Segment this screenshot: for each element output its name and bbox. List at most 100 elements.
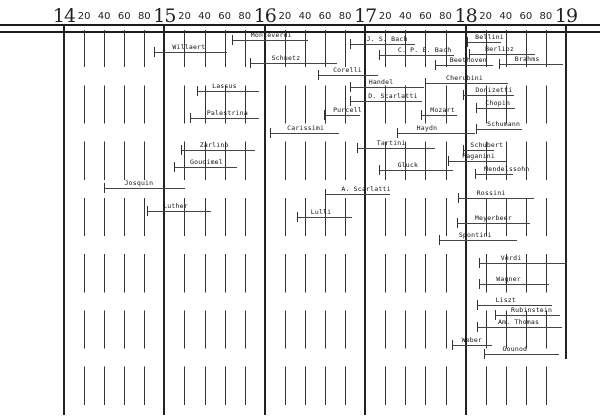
- composer-name-label: Palestrina: [206, 109, 248, 117]
- birth-tick: [421, 110, 423, 120]
- composer-name-label: Rubinstein: [511, 306, 553, 314]
- composer-name-label: Gounod: [502, 345, 528, 353]
- composer-name-label: Luther: [163, 202, 188, 210]
- century-label: 14: [52, 5, 76, 27]
- composer-name-label: Wagner: [496, 275, 521, 283]
- composer-name-label: Schubert: [470, 141, 504, 149]
- decade-label: 40: [499, 11, 513, 22]
- composer-lifespan-bar: [475, 129, 522, 130]
- composer-lifespan-bar: [231, 40, 308, 41]
- birth-tick: [478, 258, 480, 268]
- composer-name-label: Cherubini: [446, 74, 484, 82]
- birth-tick: [104, 183, 106, 193]
- composer-name-label: Beethoven: [449, 56, 487, 64]
- composer-lifespan-bar: [439, 240, 517, 241]
- composer-lifespan-bar: [475, 108, 515, 109]
- composer-lifespan-bar: [476, 305, 552, 306]
- birth-tick: [457, 193, 459, 203]
- birth-tick: [494, 310, 496, 320]
- decade-gridline: [84, 30, 86, 415]
- decade-gridline: [505, 30, 507, 415]
- decade-gridline: [345, 30, 347, 415]
- composer-name-label: Josquin: [124, 179, 154, 187]
- composer-name-label: Schuetz: [271, 54, 301, 62]
- composer-name-label: Weber: [461, 336, 483, 344]
- composer-name-label: Rossini: [476, 189, 506, 197]
- birth-tick: [231, 35, 233, 45]
- composer-lifespan-bar: [425, 83, 508, 84]
- composer-name-label: Handel: [368, 78, 394, 86]
- composer-lifespan-bar: [379, 55, 454, 56]
- composer-lifespan-bar: [462, 95, 514, 96]
- decade-label: 80: [238, 11, 252, 22]
- composer-lifespan-bar: [447, 161, 506, 162]
- composer-name-label: Am. Thomas: [497, 318, 540, 326]
- composer-lifespan-bar: [296, 217, 353, 218]
- decade-label: 80: [439, 11, 452, 22]
- decade-gridline: [244, 30, 246, 415]
- decade-gridline: [224, 30, 226, 415]
- composer-name-label: Gluck: [397, 161, 419, 169]
- composer-name-label: Donizetti: [475, 86, 513, 94]
- birth-tick: [154, 47, 156, 57]
- birth-tick: [425, 78, 427, 88]
- composer-name-label: Mozart: [430, 106, 455, 114]
- birth-tick: [189, 113, 191, 123]
- composer-lifespan-bar: [456, 223, 530, 224]
- birth-tick: [447, 156, 449, 166]
- century-gridline: [565, 26, 567, 359]
- century-gridline: [263, 26, 266, 415]
- century-gridline: [63, 26, 65, 415]
- composer-lifespan-bar: [462, 150, 494, 151]
- decade-gridline: [204, 30, 206, 415]
- birth-tick: [318, 70, 319, 80]
- composer-name-label: Schumann: [487, 120, 521, 128]
- composer-lifespan-bar: [498, 64, 563, 65]
- birth-tick: [462, 145, 464, 155]
- decade-gridline: [184, 30, 186, 415]
- decade-label: 20: [77, 11, 91, 22]
- birth-tick: [324, 110, 326, 120]
- composer-lifespan-bar: [154, 52, 227, 53]
- composer-name-label: Brahms: [514, 55, 540, 63]
- composer-lifespan-bar: [451, 345, 492, 346]
- composer-name-label: Spontini: [458, 231, 492, 239]
- decade-label: 80: [539, 11, 553, 22]
- birth-tick: [468, 49, 470, 59]
- decade-gridline: [485, 30, 487, 415]
- composer-lifespan-bar: [474, 174, 513, 175]
- century-label: 15: [153, 5, 176, 27]
- birth-tick: [357, 143, 359, 153]
- birth-tick: [478, 279, 480, 289]
- birth-tick: [350, 39, 352, 49]
- composer-lifespan-bar: [318, 75, 379, 76]
- composer-name-label: Monteverdi: [250, 31, 292, 39]
- composer-lifespan-bar: [478, 284, 549, 285]
- composer-lifespan-bar: [468, 54, 535, 55]
- birth-tick: [379, 165, 381, 175]
- decade-label: 60: [318, 11, 332, 22]
- decade-label: 60: [117, 11, 131, 22]
- birth-tick: [269, 128, 271, 138]
- decade-gridline: [104, 30, 106, 415]
- birth-tick: [196, 86, 198, 96]
- decade-label: 80: [137, 11, 151, 22]
- composer-lifespan-bar: [357, 148, 436, 149]
- composer-lifespan-bar: [350, 87, 425, 88]
- composer-name-label: Lulli: [310, 208, 332, 216]
- composer-name-label: Goudimel: [190, 158, 223, 166]
- decade-gridline: [405, 30, 407, 415]
- decade-gridline: [124, 30, 126, 415]
- decade-gridline: [525, 30, 527, 415]
- decade-gridline: [284, 30, 286, 415]
- composer-lifespan-bar: [379, 170, 453, 171]
- composer-name-label: A. Scarlatti: [341, 185, 391, 193]
- composer-name-label: Purcell: [333, 106, 362, 114]
- axis-top-rule: [0, 24, 600, 26]
- birth-tick: [475, 103, 477, 113]
- birth-tick: [456, 218, 458, 228]
- century-gridline: [464, 26, 467, 415]
- decade-label: 40: [398, 11, 412, 22]
- decade-gridline: [385, 30, 387, 415]
